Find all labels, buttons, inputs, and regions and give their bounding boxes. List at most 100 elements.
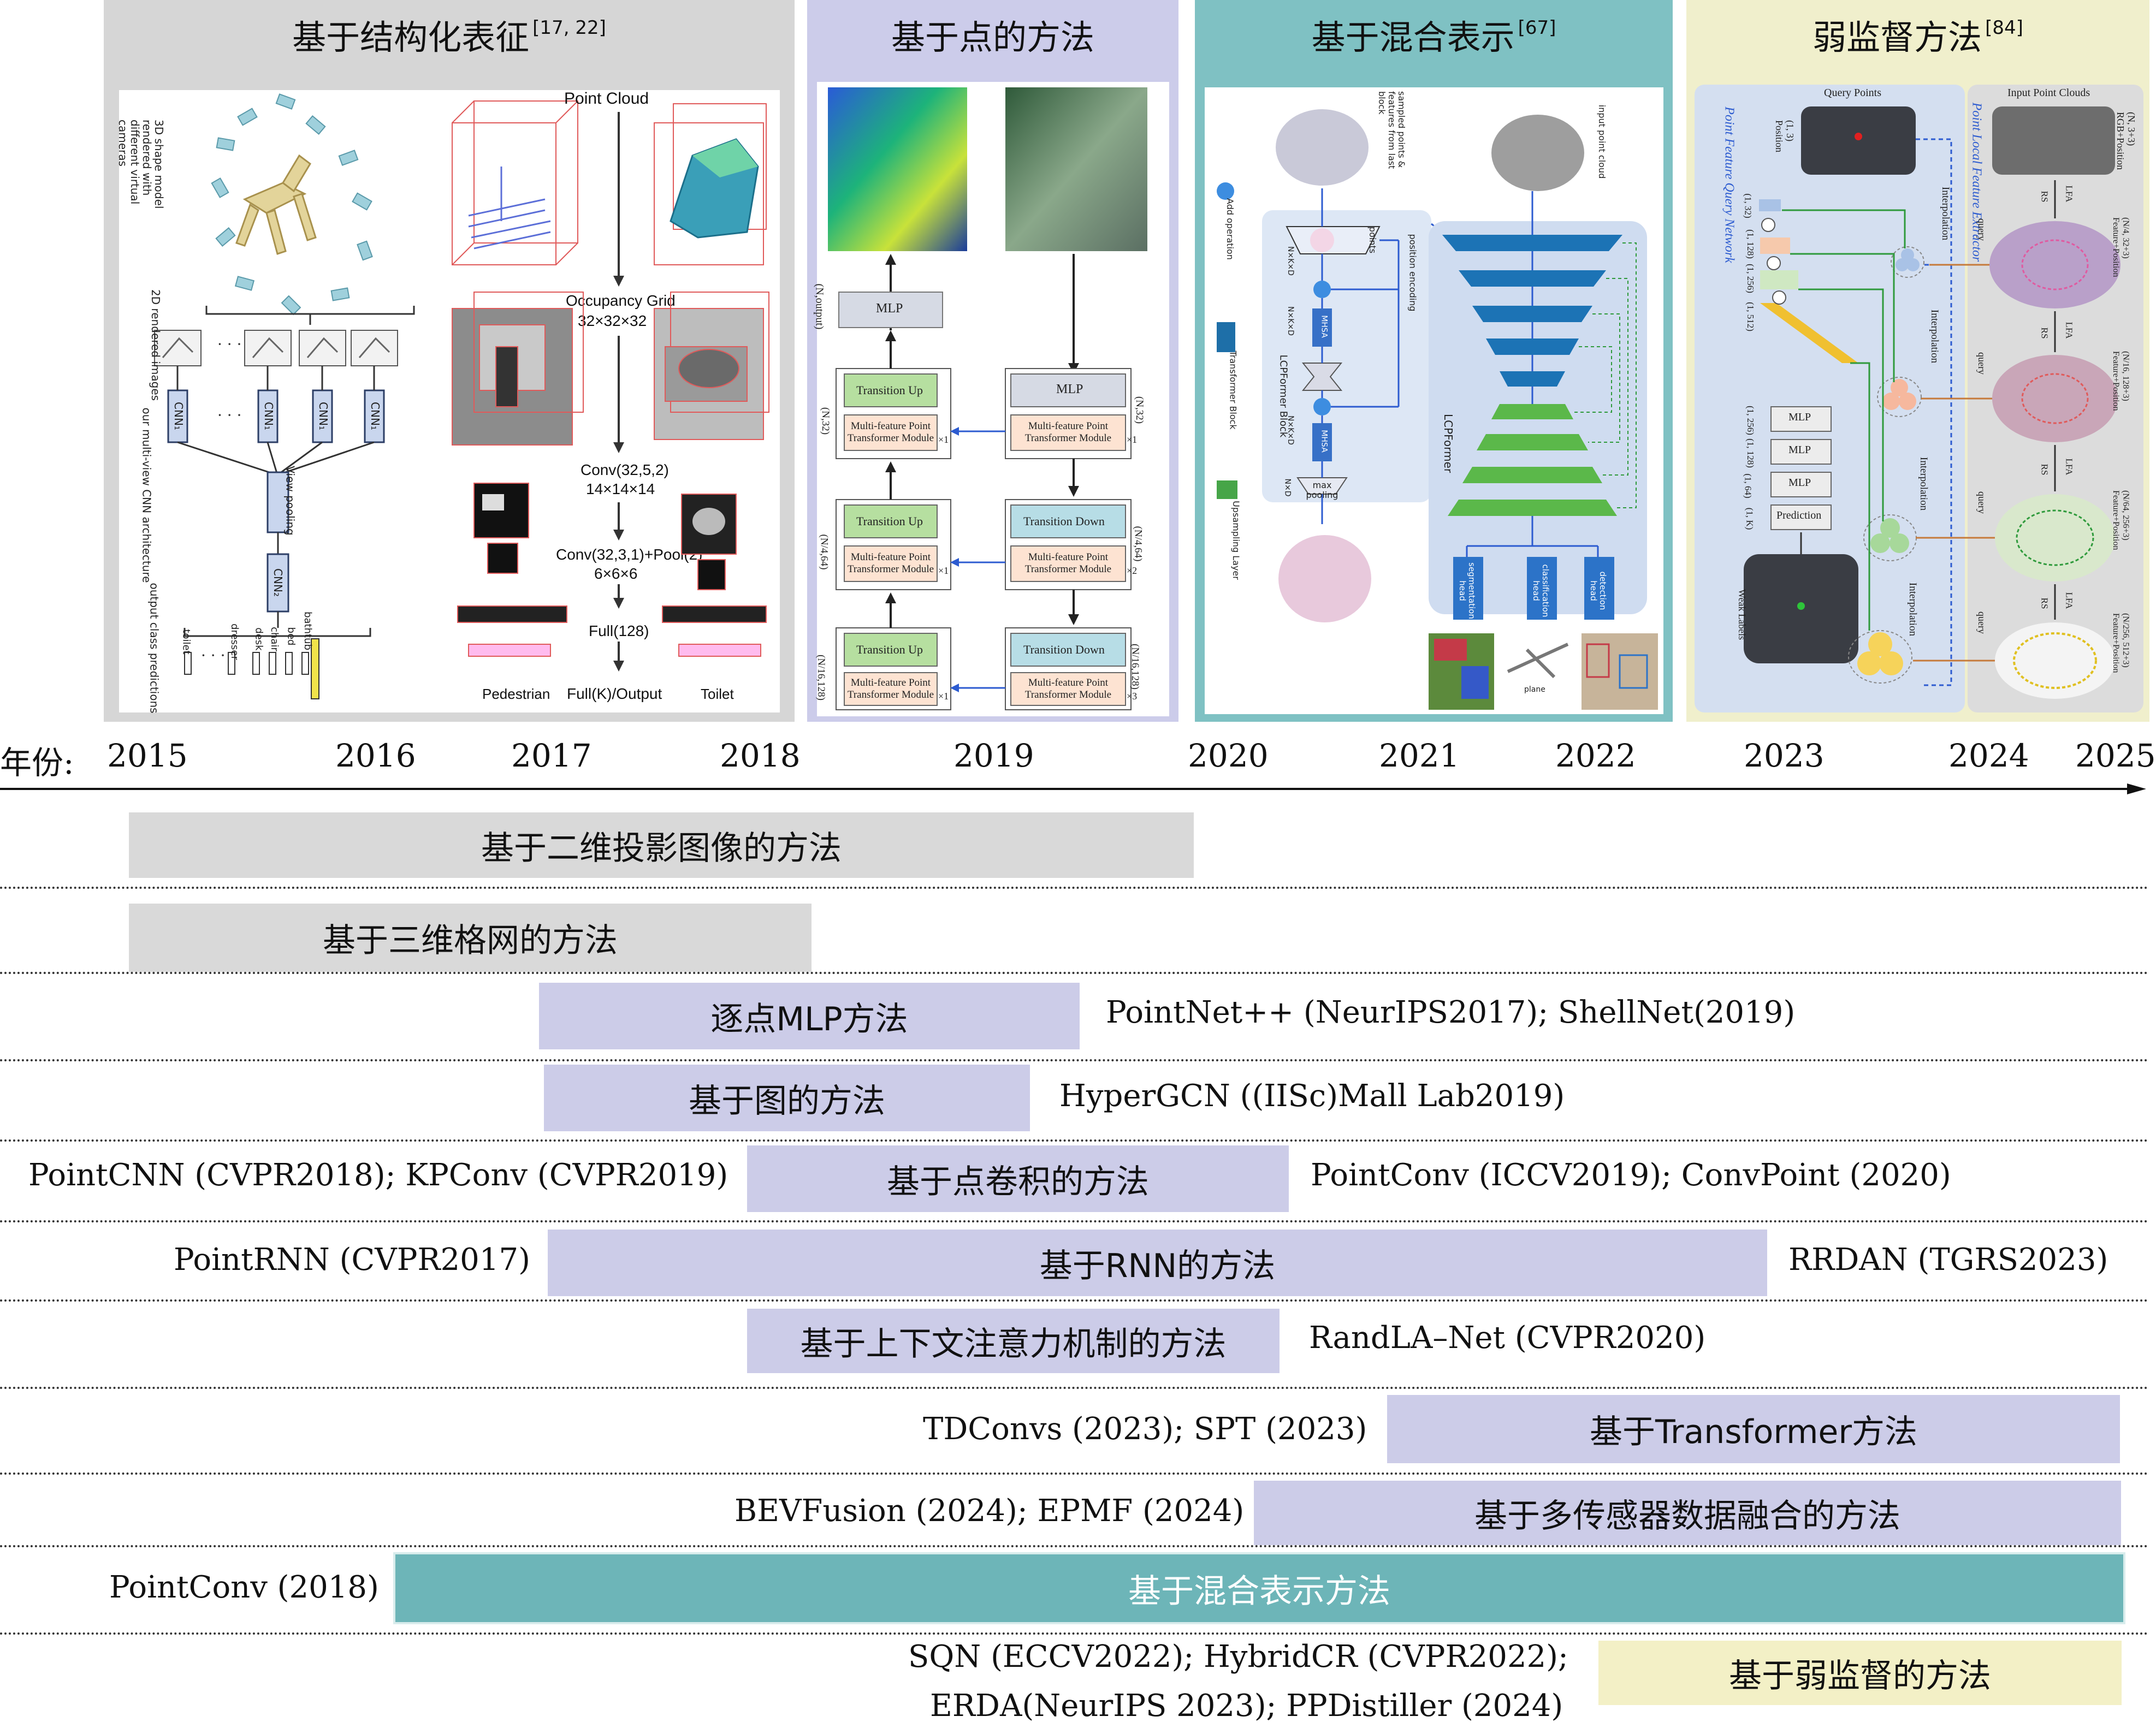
mult-right-1: ×1 — [1127, 434, 1138, 445]
class-bathtub: bathtub — [301, 611, 313, 650]
mlp-dim-3: (1, 64) — [1743, 473, 1754, 498]
pedestrian-label: Pedestrian — [482, 686, 550, 702]
dim-right-1: (N,32) — [1134, 396, 1146, 424]
feature-bar-3 — [1760, 270, 1798, 289]
note-conv-left: PointCNN (CVPR2018); KPConv (CVPR2019) — [28, 1157, 728, 1193]
dim-label-4: N×D — [1283, 478, 1292, 497]
left-dim-1: (1, 32) — [1743, 193, 1754, 218]
mhsa-label-1: MHSA — [1319, 315, 1329, 338]
max-pooling-label: max pooling — [1306, 480, 1338, 500]
row-divider-10 — [0, 1632, 2149, 1635]
transition-up-3: Transition Up — [856, 643, 923, 656]
left-dim-3: (1, 256) — [1745, 264, 1756, 293]
svg-text:Occupancy Grid: Occupancy Grid — [566, 292, 676, 309]
panel-hybrid-title-text: 基于混合表示 — [1311, 17, 1515, 57]
mlp-left-label: MLP — [876, 301, 903, 316]
bar-transformer: 基于Transformer方法 — [1387, 1395, 2120, 1463]
year-2020: 2020 — [1188, 737, 1269, 774]
cnn1-label-2: CNN₁ — [262, 402, 275, 430]
dim-right-2: (N/4,64) — [1132, 526, 1144, 562]
right-dim-2: (N/16, 128+3) Feature+Position — [2111, 351, 2130, 411]
query-label-1: query — [1976, 218, 1987, 241]
rs-label-3: RS — [2039, 464, 2050, 476]
year-2017: 2017 — [511, 737, 592, 774]
point-transformer-diagram — [828, 87, 1147, 710]
transition-up-1: Transition Up — [856, 383, 923, 397]
note-fusion-left: BEVFusion (2024); EPMF (2024) — [735, 1493, 1245, 1529]
input-aerial-image — [1005, 87, 1147, 251]
year-2018: 2018 — [720, 737, 801, 774]
view-pooling-label: View pooling — [283, 466, 297, 536]
note-rnn-right: RRDAN (TGRS2023) — [1788, 1242, 2108, 1278]
position-encoding-label: position encoding — [1407, 234, 1418, 312]
right-dim-1: (N/4, 32+3) Feature+Position — [2111, 217, 2130, 277]
row-divider-1 — [0, 887, 2149, 889]
row-divider-3 — [0, 1059, 2149, 1061]
transition-down-2: Transition Down — [1023, 643, 1105, 656]
note-graph-right: HyperGCN ((IISc)Mall Lab2019) — [1059, 1078, 1565, 1114]
interp-label-2: Interpolation — [1929, 309, 1941, 364]
note-hybridrep-left: PointConv (2018) — [109, 1570, 379, 1605]
mult-right-3: ×3 — [1127, 691, 1138, 702]
note-weak-left-1: SQN (ECCV2022); HybridCR (CVPR2022); — [908, 1639, 1568, 1674]
mlp-dim-1: (1, 256) — [1745, 406, 1756, 435]
add-op-icon — [1217, 182, 1234, 200]
panel-hybrid: 基于混合表示[67] — [1195, 0, 1673, 722]
row-divider-5 — [0, 1220, 2149, 1222]
input-cloud-blob — [1491, 115, 1584, 191]
year-2022: 2022 — [1555, 737, 1636, 774]
rs-label-4: RS — [2039, 597, 2050, 609]
query-label-4: query — [1976, 611, 1987, 634]
label-camera-model: 3D shape model rendered with different v… — [116, 120, 165, 209]
rs-label-1: RS — [2039, 191, 2050, 203]
svg-text:Full(K)/Output: Full(K)/Output — [567, 685, 662, 702]
output-bars — [184, 652, 309, 675]
module-right-2: Multi-feature Point Transformer Module — [1024, 551, 1112, 575]
segmentation-result-image — [828, 87, 967, 251]
head-cls-label: classification head — [1531, 564, 1550, 617]
year-2016: 2016 — [335, 737, 416, 774]
note-attn-right: RandLA–Net (CVPR2020) — [1309, 1320, 1706, 1356]
dim-label-1: N×K×D — [1286, 246, 1295, 276]
input-clouds-label: Input Point Clouds — [2007, 87, 2090, 99]
svg-text:14×14×14: 14×14×14 — [586, 480, 655, 497]
mlp-label-1: MLP — [1788, 411, 1811, 423]
level-2-cloud — [1992, 355, 2118, 442]
panel-hybrid-figure: sampled points & features from last bloc… — [1205, 87, 1663, 714]
mhsa-label-2: MHSA — [1319, 430, 1329, 453]
year-2021: 2021 — [1379, 737, 1460, 774]
segmentation-output-blob — [1278, 535, 1371, 622]
cnn2-label: CNN₂ — [271, 568, 285, 597]
mlp-left-box — [838, 292, 943, 328]
class-toilet: toilet — [180, 629, 192, 655]
panel-weak-figure: Query Points Input Point Clouds Point Fe… — [1695, 85, 2143, 712]
timeline-label: 年份: — [0, 744, 74, 781]
dim-right-3: (N/16,128) — [1129, 644, 1141, 690]
mlp-label-2: MLP — [1788, 444, 1811, 456]
module-right-3: Multi-feature Point Transformer Module — [1024, 677, 1112, 700]
interp-label-4: Interpolation — [1907, 582, 1919, 637]
panel-weak-title: 弱监督方法[84] — [1686, 10, 2149, 59]
plane-label: plane — [1524, 685, 1545, 694]
svg-text:Full(128): Full(128) — [589, 622, 649, 639]
feature-cubes-right — [662, 494, 767, 657]
mhsa-box-2 — [1312, 423, 1332, 461]
svg-text:Conv(32,5,2): Conv(32,5,2) — [581, 461, 669, 478]
label-rendered-images: 2D rendered images — [149, 289, 163, 401]
cnn1-label-4: CNN₁ — [368, 402, 382, 430]
svg-text:· · ·: · · · — [201, 646, 226, 664]
year-2025: 2025 — [2075, 737, 2156, 774]
level-3-cloud — [1995, 494, 2115, 581]
mult-left-2: ×1 — [938, 565, 949, 576]
label-output-predictions: output class predictions — [147, 583, 161, 714]
row-divider-6 — [0, 1299, 2149, 1302]
year-2023: 2023 — [1744, 737, 1825, 774]
panel-structured-title-text: 基于结构化表征 — [292, 17, 530, 57]
cnn1-label-3: CNN₁ — [316, 402, 330, 430]
encoder-layers — [1442, 235, 1622, 387]
dim-label-2: N×K×D — [1286, 306, 1295, 336]
transition-boxes — [844, 373, 1126, 667]
points-label: points — [1367, 226, 1378, 254]
panel-weak: 弱监督方法[84] — [1686, 0, 2149, 722]
camera-ring — [211, 93, 373, 316]
